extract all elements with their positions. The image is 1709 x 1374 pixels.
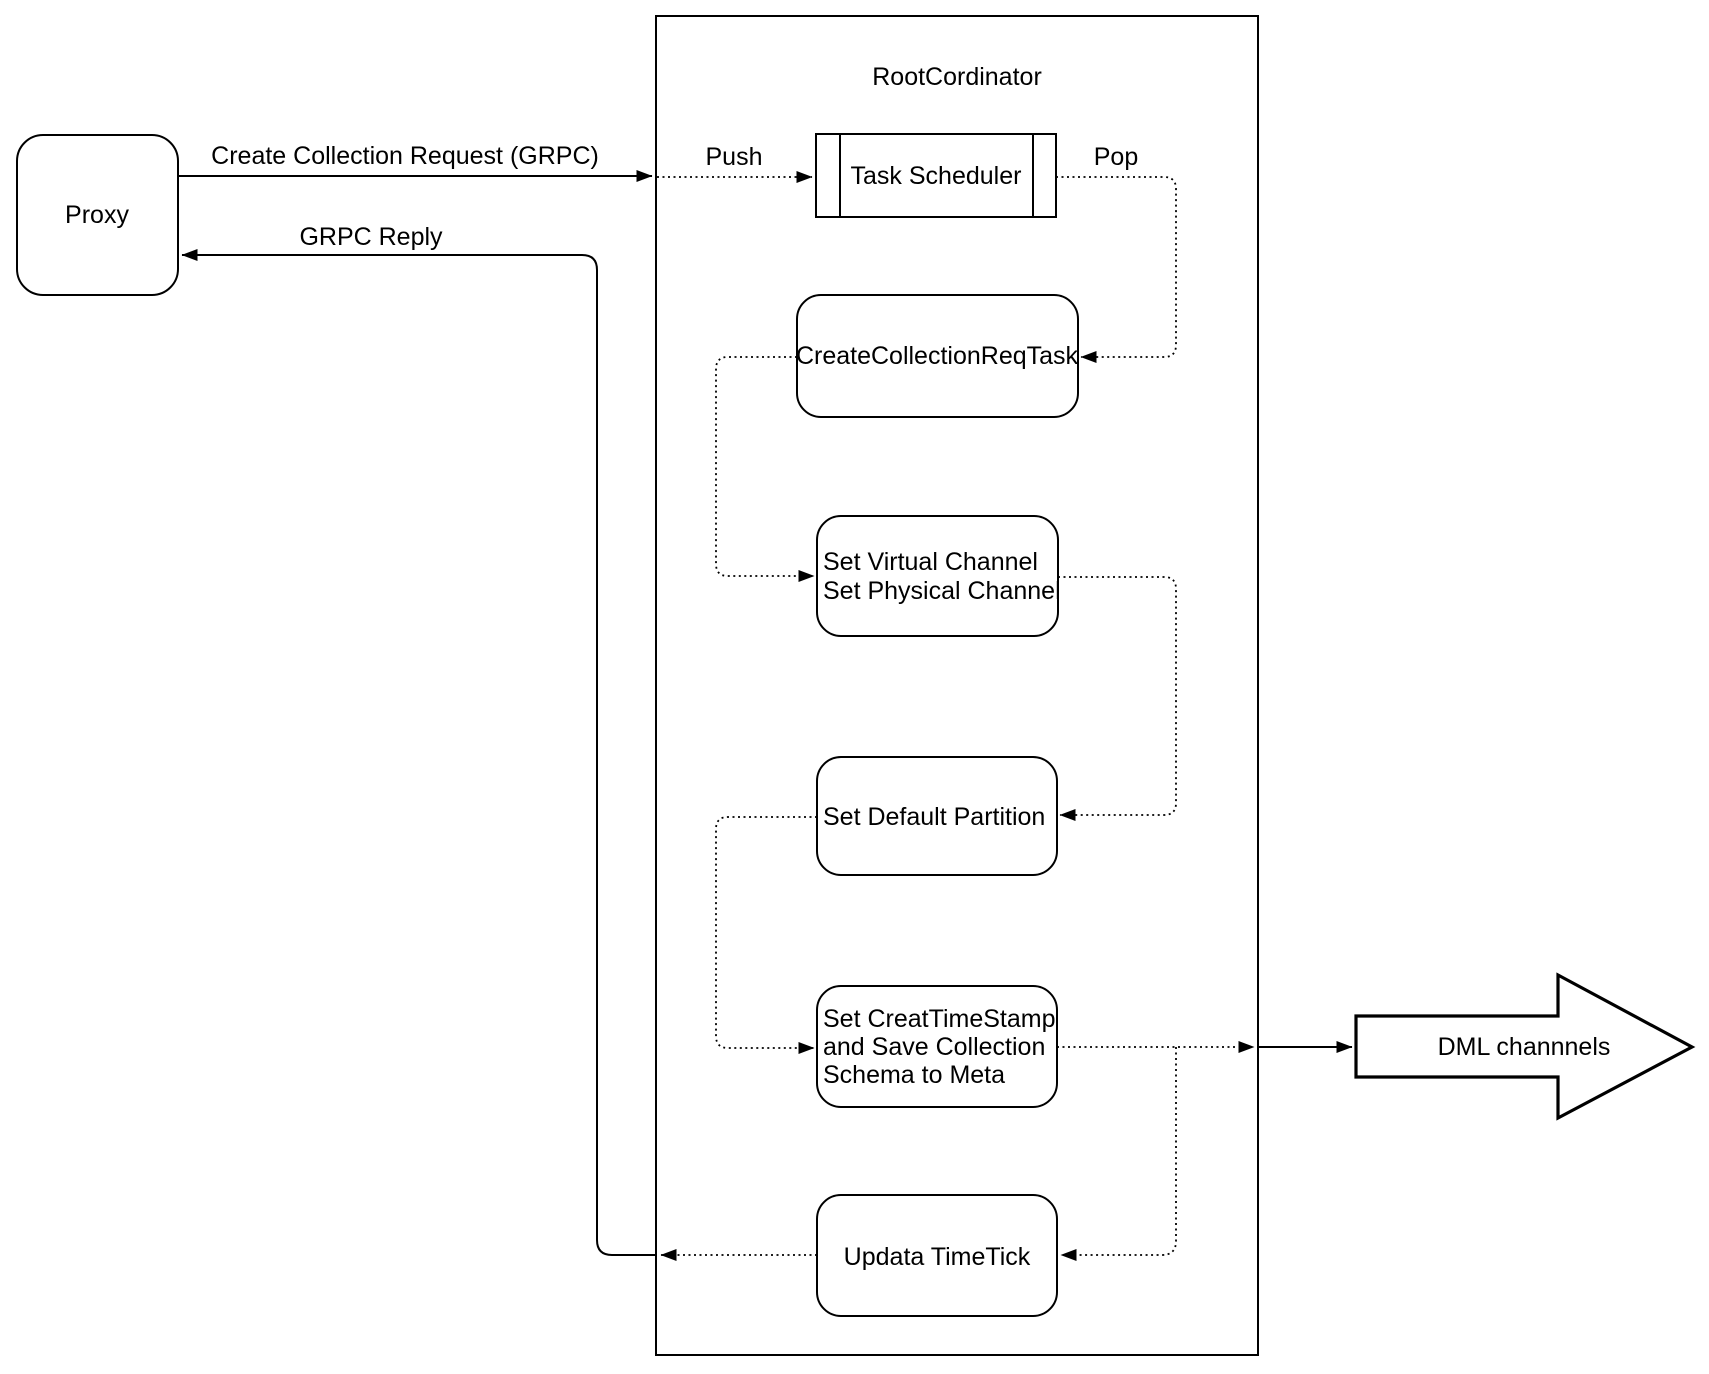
proxy-box: [16, 134, 179, 296]
task-scheduler-box: [815, 133, 1057, 218]
grpc-reply-arrow: [181, 249, 656, 1256]
timestamp-to-timetick-arrow: [1060, 1047, 1177, 1261]
set-default-partition-label: Set Default Partition: [823, 803, 1045, 831]
pop-arrow: [1056, 176, 1177, 363]
create-collection-req-task-node: CreateCollectionReqTask: [796, 294, 1079, 418]
grpc-reply-label: GRPC Reply: [299, 223, 443, 251]
proxy-label: Proxy: [65, 201, 129, 229]
create-collection-req-task-label: CreateCollectionReqTask: [796, 342, 1079, 370]
dml-channels-node: DML channnels: [1354, 972, 1696, 1121]
set-creat-timestamp-box: [816, 985, 1058, 1108]
partition-to-timestamp-arrow: [715, 816, 817, 1054]
dml-channels-label: DML channnels: [1438, 1033, 1611, 1061]
task-scheduler-label: Task Scheduler: [851, 162, 1022, 190]
set-virtual-channel-line2: Set Physical Channel: [823, 577, 1061, 605]
reqtask-to-setchannel-arrow: [715, 356, 815, 582]
task-scheduler-node: Task Scheduler: [815, 133, 1057, 218]
updata-timetick-label: Updata TimeTick: [844, 1243, 1031, 1271]
set-virtual-channel-box: [816, 515, 1059, 637]
rootcordinator-box: [655, 15, 1259, 1356]
set-default-partition-node: Set Default Partition: [816, 756, 1058, 876]
proxy-node: Proxy: [16, 134, 179, 296]
dml-channels-arrow-shape: [1354, 972, 1696, 1121]
set-creat-timestamp-node: Set CreatTimeStamp and Save Collection S…: [816, 985, 1058, 1108]
push-label: Push: [706, 143, 763, 171]
create-collection-request-label: Create Collection Request (GRPC): [211, 142, 599, 170]
set-default-partition-box: [816, 756, 1058, 876]
rootcordinator-title: RootCordinator: [872, 63, 1042, 91]
set-creat-timestamp-line3: Schema to Meta: [823, 1061, 1005, 1089]
pop-label: Pop: [1094, 143, 1138, 171]
create-collection-req-task-box: [796, 294, 1079, 418]
set-creat-timestamp-line2: and Save Collection: [823, 1033, 1045, 1061]
setchannel-to-partition-arrow: [1058, 576, 1177, 821]
set-virtual-channel-node: Set Virtual Channel Set Physical Channel: [816, 515, 1061, 637]
set-creat-timestamp-line1: Set CreatTimeStamp: [823, 1005, 1055, 1033]
set-virtual-channel-line1: Set Virtual Channel: [823, 548, 1038, 576]
rootcordinator-container: RootCordinator: [655, 15, 1259, 1356]
updata-timetick-box: [816, 1194, 1058, 1317]
updata-timetick-node: Updata TimeTick: [816, 1194, 1058, 1317]
